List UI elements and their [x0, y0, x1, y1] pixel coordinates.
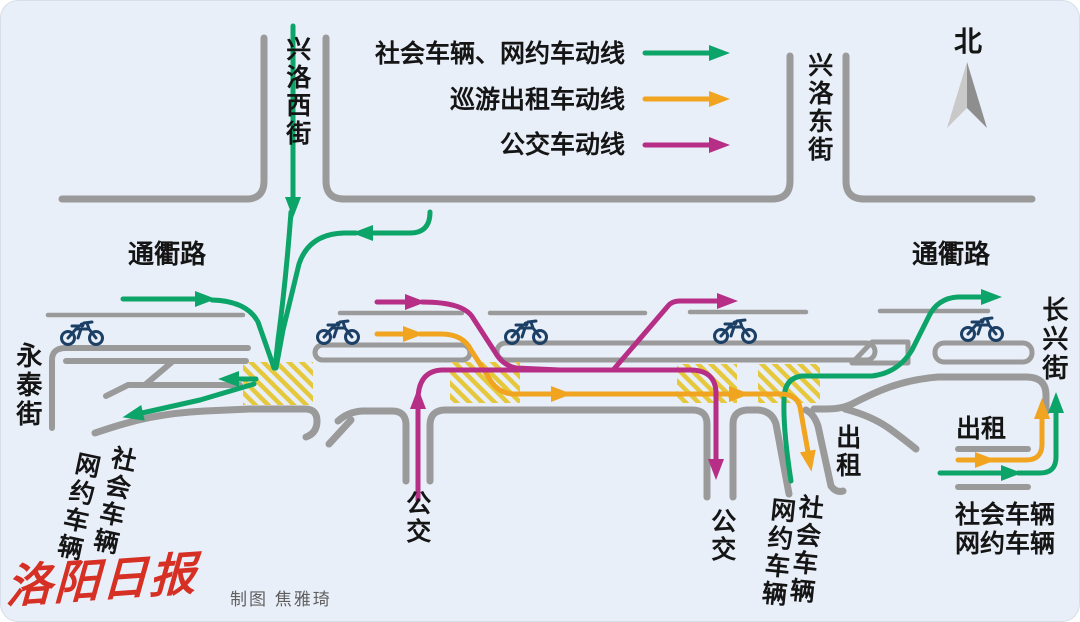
inset-label-social: 社会车辆 — [955, 501, 1056, 529]
zone-label-bus-in: 公交 — [402, 490, 431, 546]
zone-label-bus-out: 公交 — [707, 508, 736, 564]
street-label-xinluo-east: 兴洛东街 — [804, 52, 833, 164]
street-label-changxing: 长兴街 — [1038, 296, 1069, 383]
street-label-yongtai: 永泰街 — [12, 342, 43, 429]
bike-icon — [60, 320, 104, 346]
street-label-tongqu-east: 通衢路 — [912, 239, 991, 269]
street-label-tongqu-west: 通衢路 — [128, 239, 207, 269]
flow-taxi — [374, 326, 1050, 472]
flow-bus — [374, 293, 738, 503]
inset-label-taxi: 出租 — [956, 415, 1007, 443]
flow-lines — [120, 23, 1064, 503]
legend-label-bus: 公交车动线 — [499, 131, 625, 159]
credit-text: 制图 焦雅琦 — [230, 590, 332, 609]
bike-icon — [316, 319, 360, 345]
legend-arrows — [642, 45, 730, 153]
north-arrow-icon — [947, 62, 987, 128]
bike-icon — [504, 319, 548, 345]
inset-label-ridehail: 网约车辆 — [955, 530, 1056, 558]
compass-north-label: 北 — [953, 26, 982, 57]
flow-social-ridehail — [120, 23, 1064, 484]
newspaper-logo: 洛阳日报 — [5, 547, 199, 613]
legend-label-taxi: 巡游出租车动线 — [449, 86, 625, 114]
bike-icon — [960, 316, 1004, 342]
legend-label-social: 社会车辆、网约车动线 — [374, 40, 625, 68]
bike-icon — [713, 318, 757, 344]
street-label-xinluo-west: 兴洛西街 — [282, 36, 311, 148]
zone-label-taxi-out: 出租 — [832, 424, 861, 480]
